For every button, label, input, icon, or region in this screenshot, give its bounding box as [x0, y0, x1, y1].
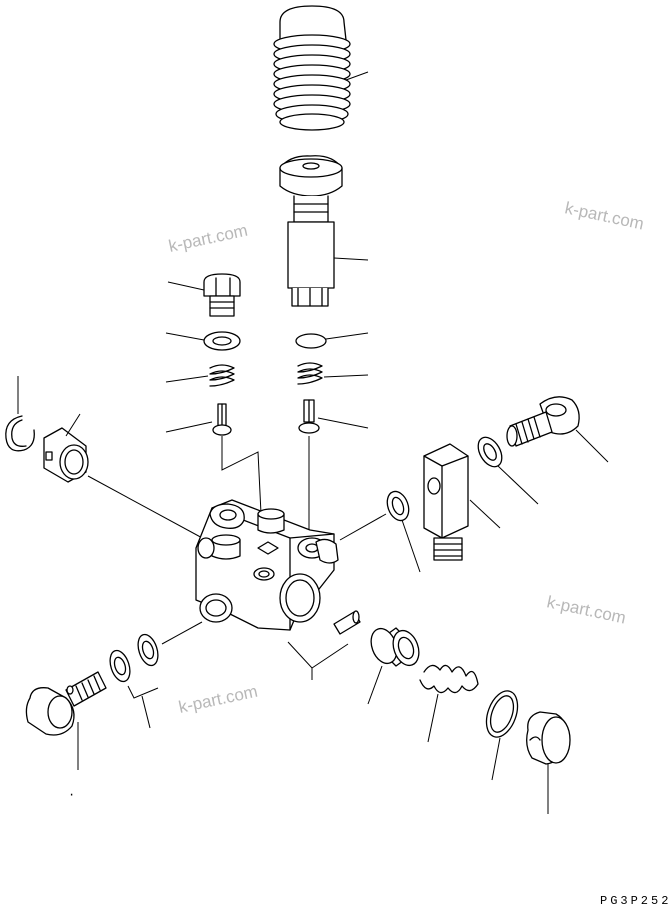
drawing-code: PG3P252: [600, 894, 669, 908]
pump-body: [195, 499, 339, 631]
gasket-right: [295, 332, 369, 349]
snap-ring: [5, 376, 35, 452]
valve-seat-sleeve: [43, 413, 207, 541]
priming-pump-rod-assembly: [279, 155, 369, 307]
spring-left: [165, 364, 235, 387]
boot-bellows: [273, 5, 369, 131]
watermark-4: k-part.com: [177, 682, 259, 717]
cap-plug: [526, 711, 571, 814]
gasket-bottom: [485, 690, 519, 781]
valve-left: [165, 403, 232, 436]
watermark-2: k-part.com: [563, 198, 645, 233]
gasket-left: [165, 331, 241, 351]
valve-right: [298, 399, 369, 434]
spring-bottom: [419, 664, 479, 743]
washers-leaders: [127, 621, 203, 729]
pin: [287, 610, 361, 680]
gasket-side: [339, 490, 421, 573]
watermark-1: k-part.com: [167, 221, 249, 256]
banjo-bolt-left: ·: [25, 671, 107, 802]
bracket-connector: [423, 443, 501, 561]
washer-left-1: [109, 649, 131, 683]
watermark-3: k-part.com: [545, 592, 627, 627]
svg-text:·: ·: [68, 788, 78, 802]
assembly-leaders: [221, 436, 310, 535]
spring-right: [297, 362, 369, 385]
bushing: [367, 627, 420, 705]
plug-bolt: [167, 273, 241, 317]
banjo-bolt-right: [506, 396, 609, 463]
washer-left-2: [137, 633, 159, 667]
washer-right: [477, 436, 539, 505]
